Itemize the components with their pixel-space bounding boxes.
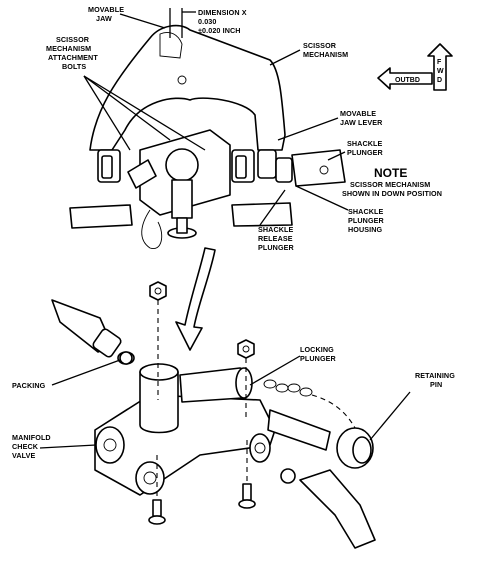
label-scissor-mechanism: SCISSOR MECHANISM xyxy=(303,41,348,59)
orientation-indicator: F W D OUTBD xyxy=(377,43,453,91)
note-title: NOTE xyxy=(374,166,407,180)
label-dimension-x: DIMENSION X 0.030 ±0.020 INCH xyxy=(198,8,249,35)
fwd-label: F W D xyxy=(437,59,446,84)
label-manifold-check-valve: MANIFOLD CHECK VALVE xyxy=(12,433,53,460)
shackle-plunger-part xyxy=(275,149,346,187)
assembly-arrow xyxy=(175,247,216,351)
label-shackle-plunger: SHACKLE PLUNGER xyxy=(347,139,385,157)
label-packing: PACKING xyxy=(12,381,46,390)
locking-plunger-chain xyxy=(263,379,356,429)
label-movable-jaw: MOVABLE JAW xyxy=(88,5,126,23)
alignment-lines xyxy=(156,300,248,500)
jaw-blocks xyxy=(97,149,277,183)
leader-lines xyxy=(39,11,411,449)
label-attachment-bolts: SCISSOR MECHANISM ATTACHMENT BOLTS xyxy=(46,35,100,71)
outbd-label: OUTBD xyxy=(395,77,420,84)
manifold-top-block xyxy=(69,129,293,250)
bolts-and-nuts xyxy=(119,281,256,525)
label-retaining-pin: RETAINING PIN xyxy=(415,371,457,389)
label-shackle-plunger-housing: SHACKLE PLUNGER HOUSING xyxy=(348,207,386,234)
note-text: SCISSOR MECHANISM SHOWN IN DOWN POSITION xyxy=(342,180,442,198)
scissor-mechanism-body xyxy=(89,8,286,151)
hose-fitting-right xyxy=(267,409,376,549)
label-shackle-release-plunger: SHACKLE RELEASE PLUNGER xyxy=(258,225,296,252)
label-movable-jaw-lever: MOVABLE JAW LEVER xyxy=(340,109,383,127)
manifold-check-valve-body xyxy=(94,363,276,496)
label-locking-plunger: LOCKING PLUNGER xyxy=(300,345,337,363)
